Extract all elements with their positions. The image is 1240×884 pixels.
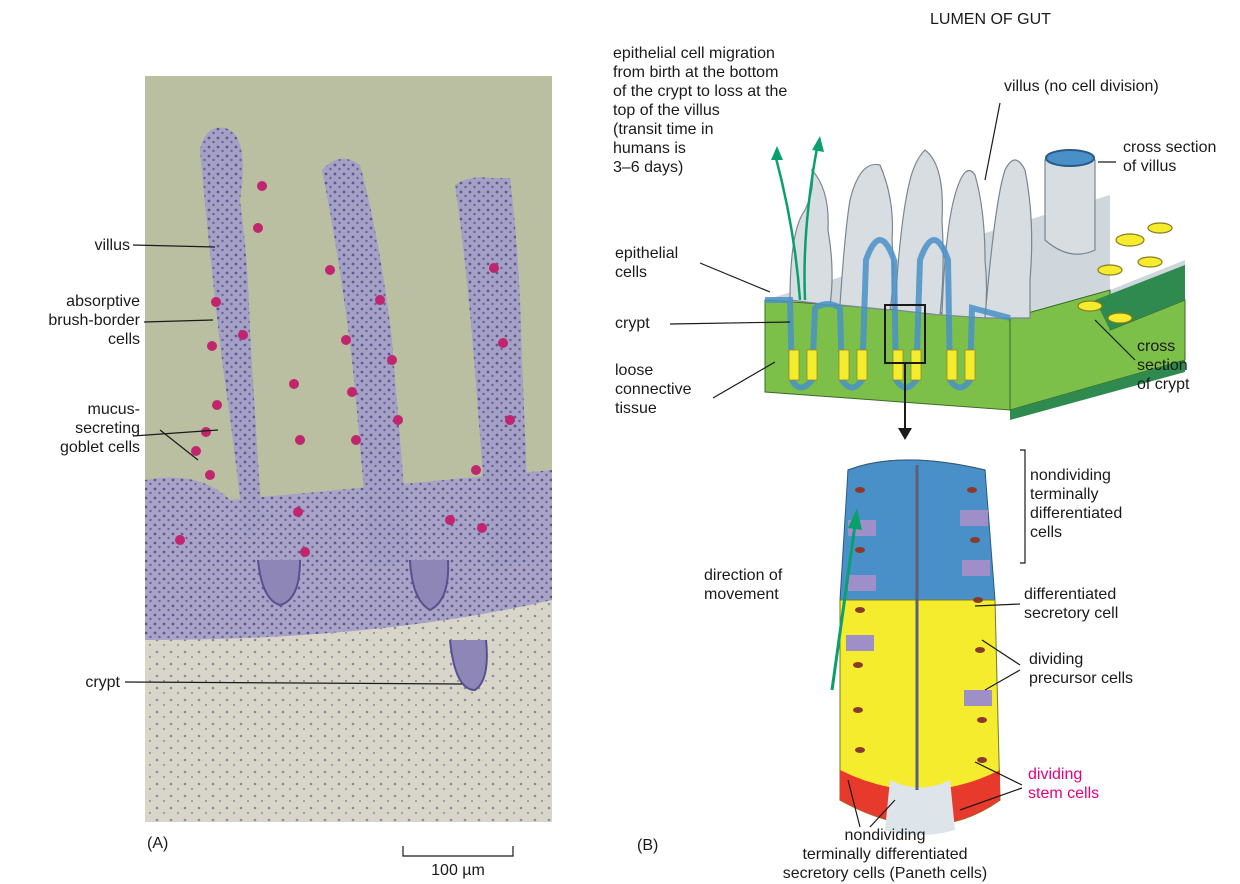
crypt-detail	[840, 460, 1000, 835]
label-cross-section-villus: cross section of villus	[1123, 138, 1216, 176]
label-cross-section-crypt: cross section of crypt	[1137, 337, 1189, 394]
cross-crypt-line-1: cross	[1137, 337, 1189, 356]
cross-crypt-line-3: of crypt	[1137, 375, 1189, 394]
loose-line-2: connective	[615, 380, 692, 399]
stem-line-1: dividing	[1028, 765, 1099, 784]
label-dividing-stem: dividing stem cells	[1028, 765, 1099, 803]
stem-line-2: stem cells	[1028, 784, 1099, 803]
migration-line-3: of the crypt to loss at the	[613, 82, 848, 101]
loose-line-3: tissue	[615, 399, 692, 418]
lumen-title: LUMEN OF GUT	[930, 10, 1051, 29]
direction-line-1: direction of	[704, 566, 782, 585]
paneth-line-3: secretory cells (Paneth cells)	[755, 864, 1015, 883]
diff-secretory-line-2: secretory cell	[1024, 604, 1118, 623]
diff-secretory-line-1: differentiated	[1024, 585, 1118, 604]
label-migration: epithelial cell migration from birth at …	[613, 44, 848, 177]
label-differentiated-secretory: differentiated secretory cell	[1024, 585, 1118, 623]
paneth-line-2: terminally differentiated	[755, 845, 1015, 864]
cross-crypt-line-2: section	[1137, 356, 1189, 375]
label-direction: direction of movement	[704, 566, 782, 604]
migration-line-7: 3–6 days)	[613, 158, 848, 177]
loose-line-1: loose	[615, 361, 692, 380]
cross-villus-line-2: of villus	[1123, 157, 1216, 176]
label-epithelial-cells: epithelial cells	[615, 244, 678, 282]
label-crypt-b: crypt	[615, 314, 650, 333]
migration-line-5: (transit time in	[613, 120, 848, 139]
migration-line-6: humans is	[613, 139, 848, 158]
epithelial-line-2: cells	[615, 263, 678, 282]
label-villus-no-division: villus (no cell division)	[1004, 77, 1159, 96]
label-dividing-precursor: dividing precursor cells	[1029, 650, 1133, 688]
nondividing-top-line-1: nondividing	[1030, 466, 1122, 485]
epithelial-line-1: epithelial	[615, 244, 678, 263]
panel-b-label: (B)	[637, 836, 658, 855]
direction-line-2: movement	[704, 585, 782, 604]
nondividing-top-line-4: cells	[1030, 523, 1122, 542]
migration-line-1: epithelial cell migration	[613, 44, 848, 63]
nondividing-top-line-2: terminally	[1030, 485, 1122, 504]
label-paneth-cells: nondividing terminally differentiated se…	[755, 826, 1015, 883]
label-nondividing-top: nondividing terminally differentiated ce…	[1030, 466, 1122, 542]
nondividing-top-line-3: differentiated	[1030, 504, 1122, 523]
precursor-line-2: precursor cells	[1029, 669, 1133, 688]
cross-villus-line-1: cross section	[1123, 138, 1216, 157]
precursor-line-1: dividing	[1029, 650, 1133, 669]
paneth-line-1: nondividing	[755, 826, 1015, 845]
migration-line-2: from birth at the bottom	[613, 63, 848, 82]
label-loose-tissue: loose connective tissue	[615, 361, 692, 418]
migration-line-4: top of the villus	[613, 101, 848, 120]
